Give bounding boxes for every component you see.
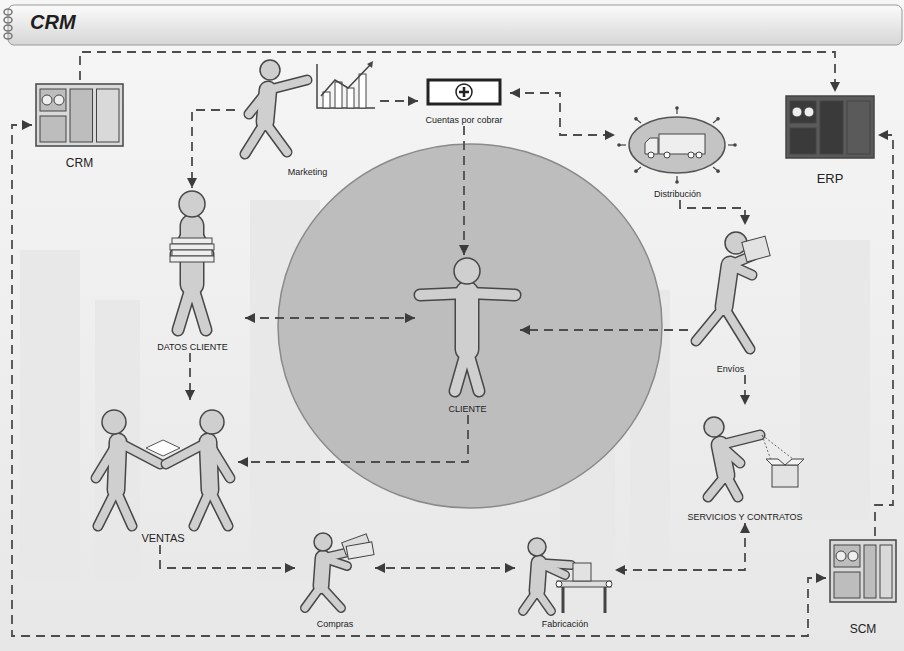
node-label: Cuentas por cobrar <box>425 115 502 126</box>
node-label: SERVICIOS Y CONTRATOS <box>687 512 802 523</box>
node-label: CLIENTE <box>448 404 486 415</box>
dashed-connector <box>520 329 688 331</box>
node-label: VENTAS <box>141 532 184 545</box>
dashed-connector <box>189 353 191 400</box>
node-label: SCM <box>850 622 877 636</box>
node-label: ERP <box>817 171 844 187</box>
dashed-connector <box>160 545 295 568</box>
fabricacion-icon <box>515 535 615 630</box>
marketing-icon <box>235 58 380 178</box>
envios-icon <box>688 225 773 375</box>
ventas-icon <box>88 400 238 545</box>
node-label: Marketing <box>288 167 328 178</box>
person-node: Compras <box>295 530 375 630</box>
node-label: Fabricación <box>542 619 589 630</box>
dashed-connector <box>375 567 515 569</box>
dashed-connector <box>510 93 615 135</box>
dashed-connector <box>192 110 235 188</box>
dashed-connector <box>875 135 893 536</box>
person-node: Fabricación <box>515 535 615 630</box>
node-label: Envíos <box>717 364 745 375</box>
person-node: VENTAS <box>88 400 238 545</box>
person-node: Envíos <box>688 225 773 375</box>
dashed-connector <box>744 375 746 405</box>
person-node: Marketing <box>235 58 380 178</box>
dashed-connector <box>238 415 468 462</box>
person-node: SERVICIOS Y CONTRATOS <box>680 405 810 523</box>
dist-icon <box>615 100 740 200</box>
node-label: CRM <box>66 156 93 170</box>
person-node: DATOS CLIENTE <box>140 188 245 353</box>
node-label: DATOS CLIENTE <box>157 342 228 353</box>
node-label: Distribución <box>654 189 701 200</box>
dashed-connector <box>12 125 826 636</box>
servicios-icon <box>680 405 810 523</box>
account-box: Cuentas por cobrar <box>418 76 510 126</box>
dashed-connector <box>615 523 745 570</box>
compras-icon <box>295 530 375 630</box>
dashed-connector <box>245 317 415 319</box>
dashed-connector <box>680 200 745 225</box>
dashed-connector <box>463 126 465 255</box>
cliente-icon <box>415 255 520 415</box>
scm-icon <box>826 536 900 636</box>
server-node: SCM <box>826 536 900 636</box>
server-node: ERP <box>782 92 878 187</box>
diagram-title: CRM <box>30 11 76 34</box>
person-node: CLIENTE <box>415 255 520 415</box>
datos-icon <box>140 188 245 353</box>
node-label: Compras <box>317 619 354 630</box>
server-node: CRM <box>32 80 127 170</box>
dashed-connector <box>380 100 418 102</box>
title-holder: CRM <box>30 11 76 34</box>
distribution-node: Distribución <box>615 100 740 200</box>
